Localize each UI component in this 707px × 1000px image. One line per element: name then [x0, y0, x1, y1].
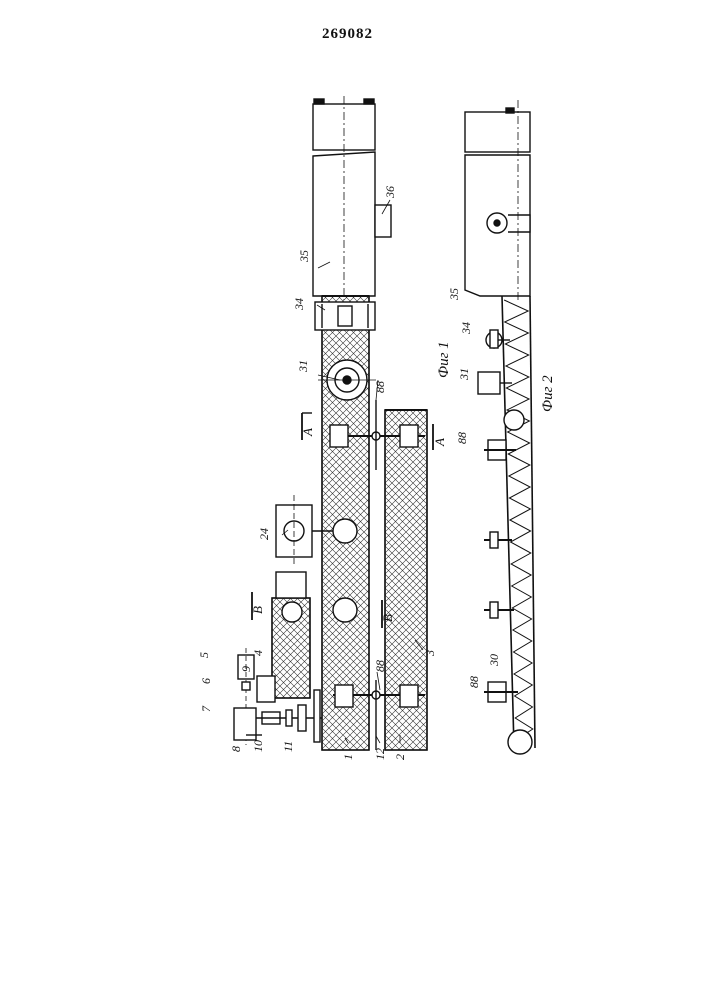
label-34-fig1: 34 [292, 298, 306, 311]
label-7: 7 [199, 705, 213, 712]
label-88-upper-fig2: 88 [455, 432, 469, 444]
label-9: 9 [239, 666, 253, 672]
part-34-fig1 [315, 302, 375, 330]
figure-caption-2: Фиг 2 [540, 375, 556, 412]
conveyor-4 [272, 572, 310, 698]
label-88-lower-fig2: 88 [467, 676, 481, 688]
label-3: 3 [423, 650, 437, 657]
end-block-35-fig1 [313, 96, 375, 300]
post-88-upper-fig2 [484, 440, 516, 460]
label-10: 10 [251, 740, 265, 752]
post-34-fig2 [486, 330, 510, 348]
label-31-fig2: 31 [457, 368, 471, 381]
label-88-lower-fig1: 88 [373, 660, 387, 672]
label-12: 12 [373, 748, 387, 760]
label-35-fig1: 35 [297, 250, 311, 263]
label-30: 30 [487, 654, 501, 667]
label-4: 4 [251, 650, 265, 656]
section-label-a-right: A [432, 438, 447, 447]
section-label-a-left: A [300, 428, 315, 437]
label-36: 36 [383, 186, 397, 199]
label-6: 6 [199, 678, 213, 684]
end-block-35-fig2 [465, 100, 530, 300]
figure-caption-1: Фиг 1 [436, 341, 452, 378]
label-11: 11 [281, 741, 295, 752]
part-36 [375, 205, 391, 237]
label-24: 24 [257, 528, 271, 540]
label-88-upper-fig1: 88 [373, 381, 387, 393]
label-34-fig2: 34 [459, 322, 473, 335]
post-31-fig2 [478, 372, 512, 394]
label-35-fig2: 35 [447, 288, 461, 301]
label-31-fig1: 31 [296, 360, 310, 373]
section-label-b-left: B [250, 606, 265, 614]
label-8: 8 [229, 746, 243, 752]
section-label-b-right: B [380, 614, 395, 622]
label-2: 2 [393, 754, 407, 760]
inclined-truss [502, 296, 535, 754]
label-1: 1 [341, 754, 355, 760]
label-5: 5 [197, 652, 211, 658]
